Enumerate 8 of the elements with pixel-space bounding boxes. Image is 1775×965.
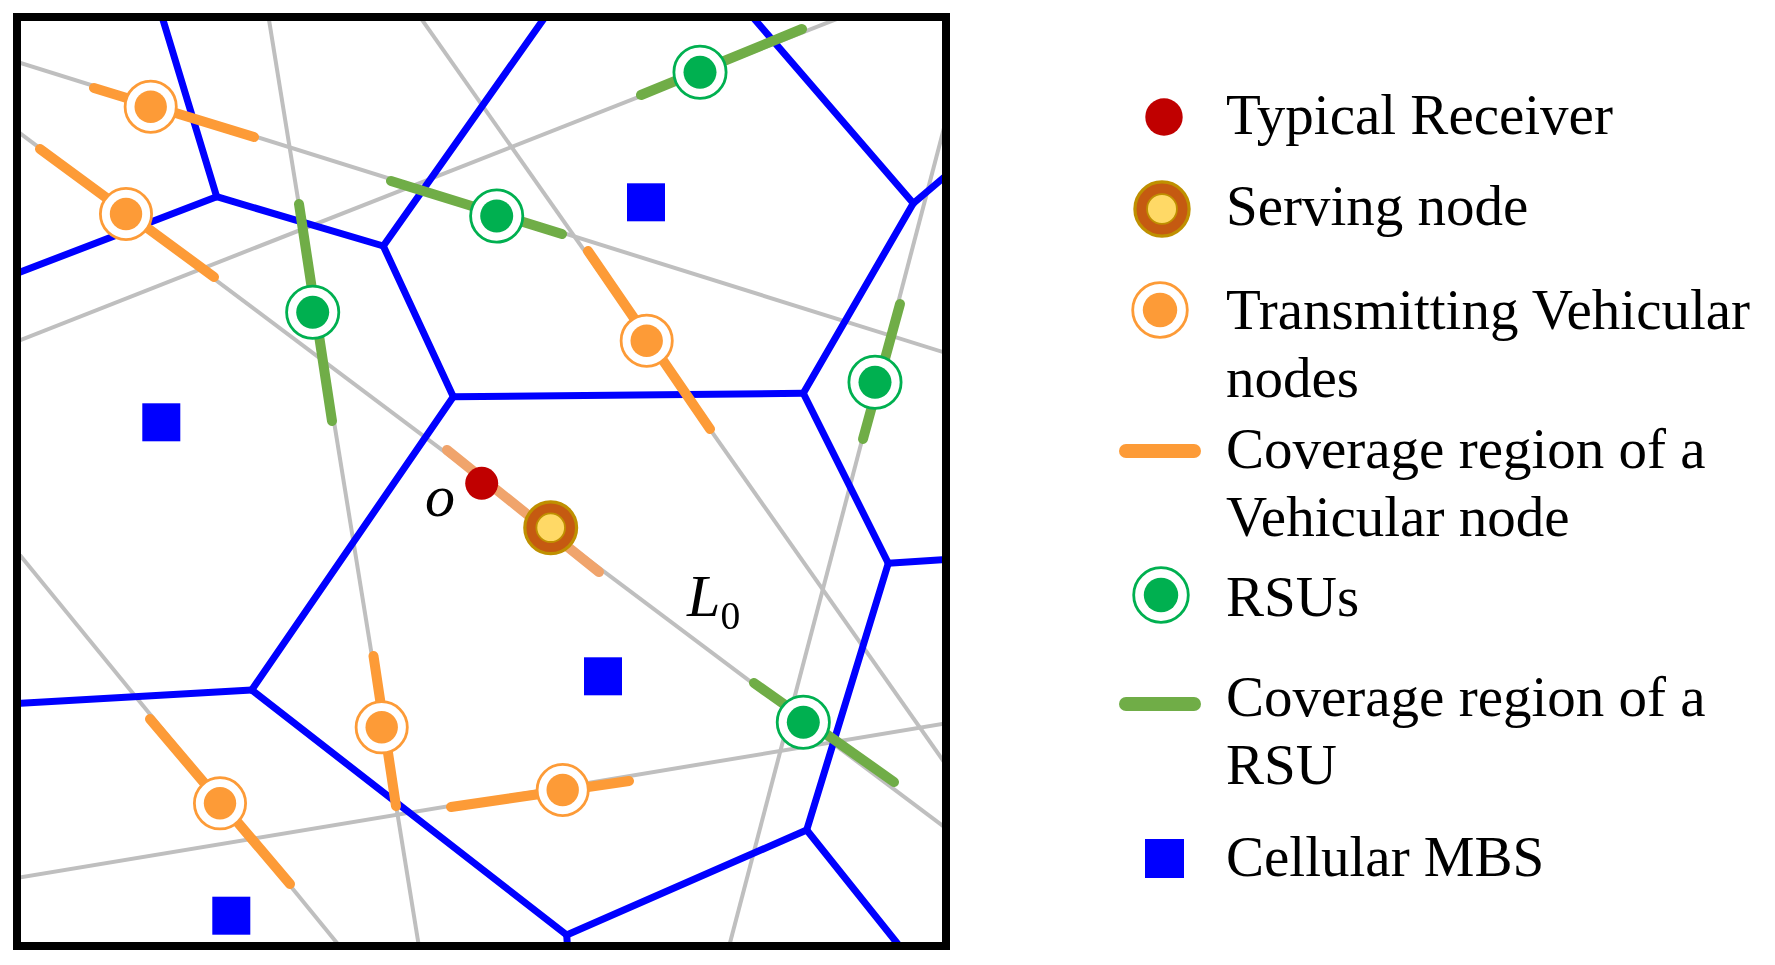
legend-label: Transmitting Vehicular nodes bbox=[1226, 277, 1752, 412]
legend-label: Cellular MBS bbox=[1226, 823, 1546, 890]
legend-label: Coverage region of a RSU bbox=[1226, 663, 1707, 798]
legend-label: Serving node bbox=[1226, 172, 1530, 239]
legend-label: Typical Receiver bbox=[1226, 81, 1614, 148]
legend-label: RSUs bbox=[1226, 564, 1361, 630]
point-label: o bbox=[425, 466, 455, 526]
legend-label: Coverage region of a Vehicular node bbox=[1226, 416, 1707, 551]
